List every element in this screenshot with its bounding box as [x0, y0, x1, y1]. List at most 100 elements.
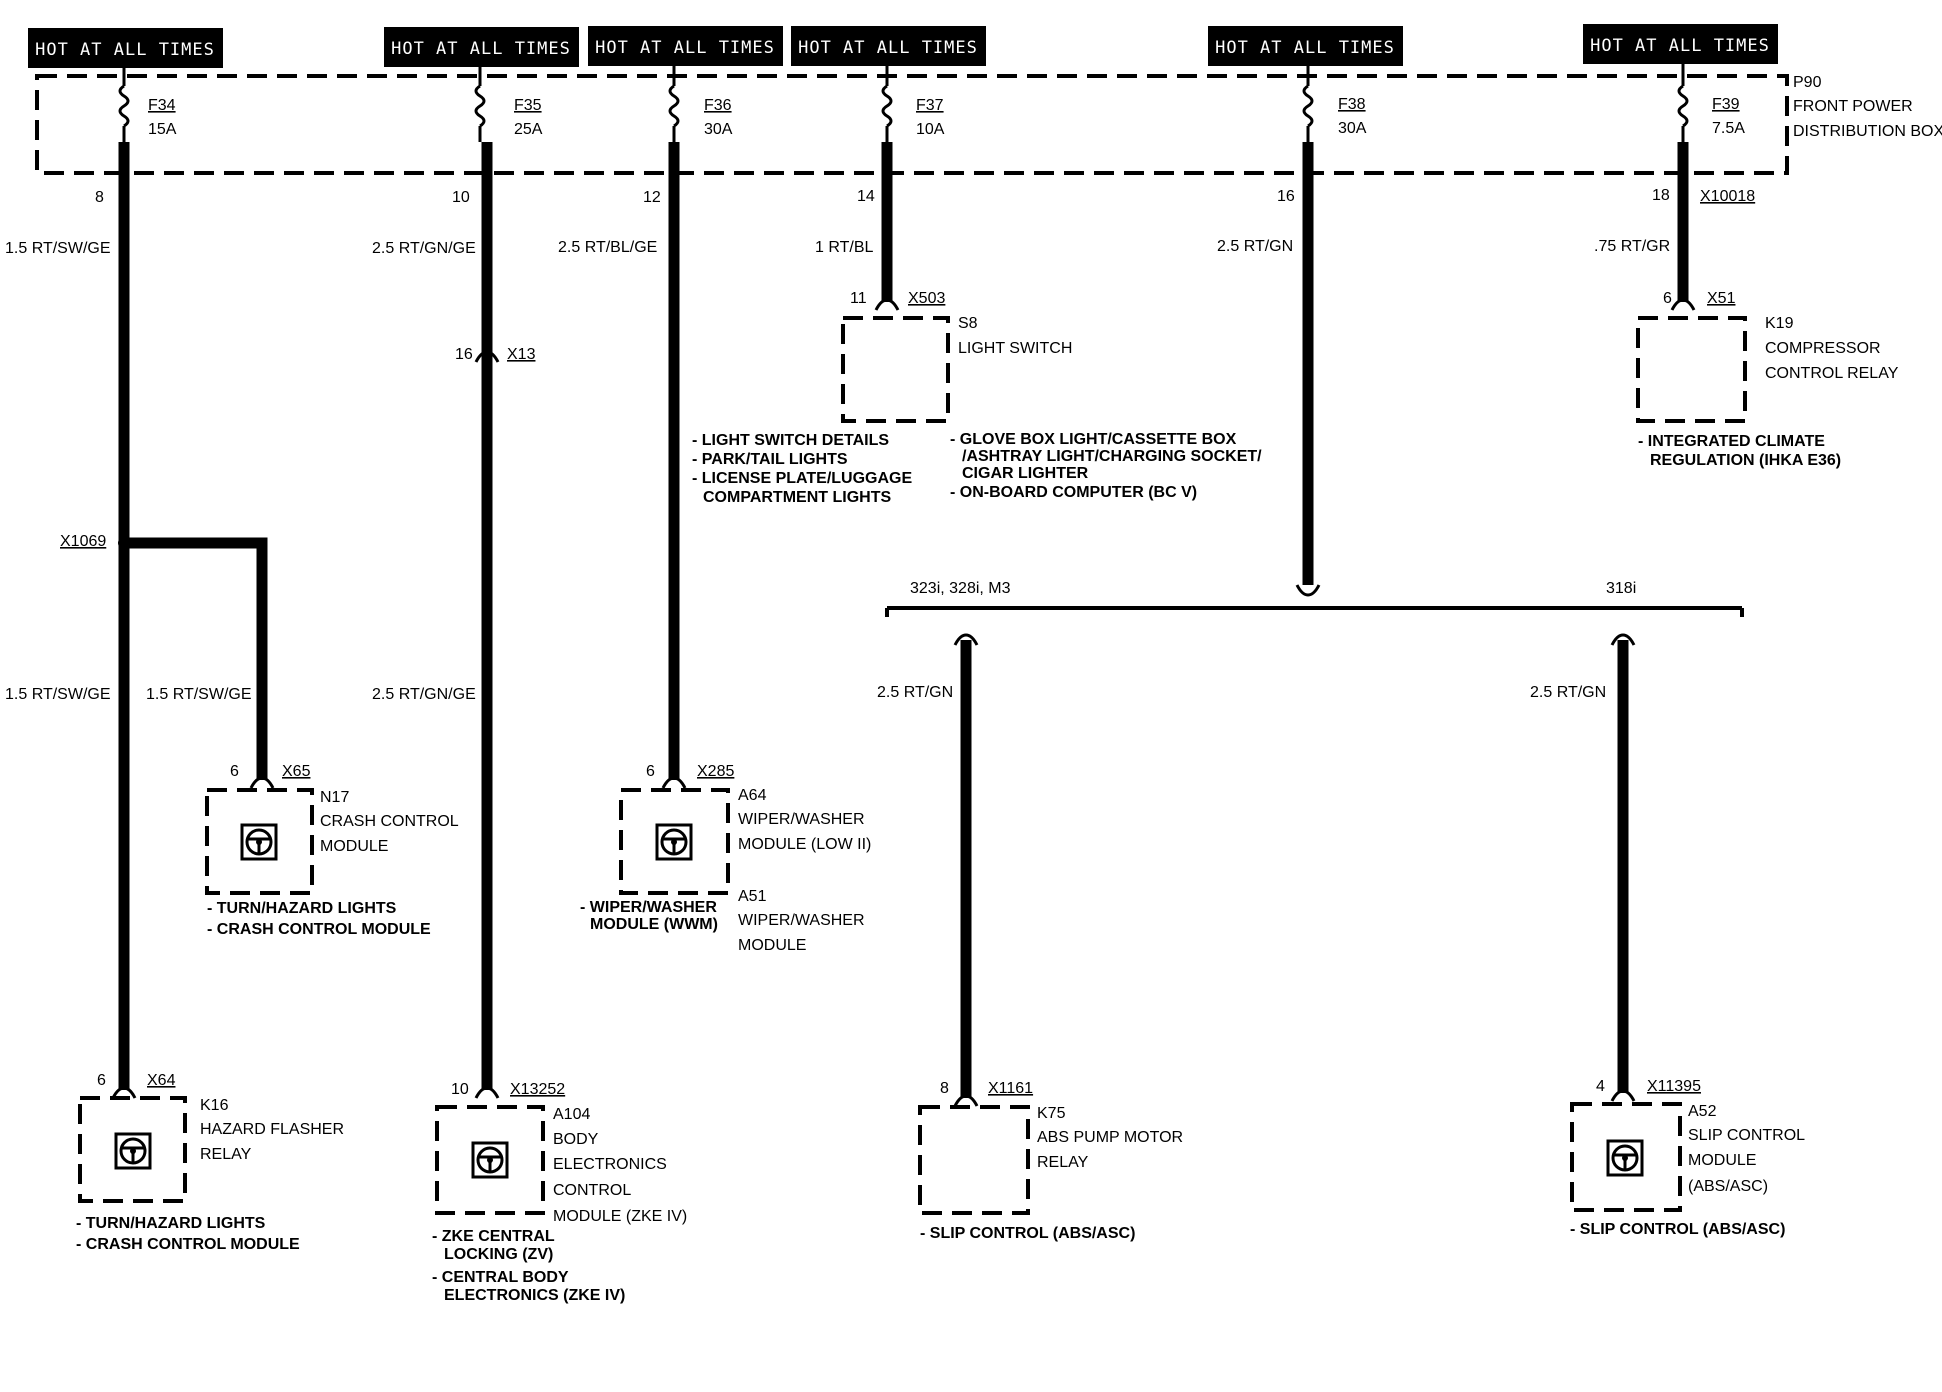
wire-label-w4-top: 1 RT/BL	[815, 239, 874, 256]
crash-module-pin: 6	[230, 763, 239, 780]
compressor-relay-name-1: COMPRESSOR	[1765, 340, 1881, 357]
svg-text:COMPARTMENT LIGHTS: COMPARTMENT LIGHTS	[703, 489, 891, 506]
pin-16: 16	[1277, 188, 1295, 205]
svg-text:HOT AT ALL TIMES: HOT AT ALL TIMES	[35, 40, 215, 60]
wire-label-w6-top: .75 RT/GR	[1594, 238, 1670, 255]
variant-left-label: 323i, 328i, M3	[910, 580, 1011, 597]
body-module-pin: 10	[451, 1081, 469, 1098]
hazard-relay-note-1: - TURN/HAZARD LIGHTS	[76, 1215, 266, 1232]
steering-wheel-module-icon	[240, 823, 278, 861]
fuse-f34-rating: 15A	[148, 121, 177, 138]
fuse-f34-id: F34	[148, 97, 176, 114]
compressor-relay-id: K19	[1765, 315, 1794, 332]
wire-label-w1-lower: 1.5 RT/SW/GE	[5, 686, 111, 703]
slip-module-pin: 4	[1596, 1078, 1605, 1095]
slip-module-connector: X11395	[1647, 1078, 1701, 1095]
hazard-relay-pin: 6	[97, 1072, 106, 1089]
hot-label-f38: HOT AT ALL TIMES	[1208, 26, 1403, 66]
abs-relay-component	[918, 1105, 1030, 1215]
hot-label-f35: HOT AT ALL TIMES	[384, 27, 579, 67]
crash-module-note-2: - CRASH CONTROL MODULE	[207, 921, 431, 938]
wire-label-w2-top: 2.5 RT/GN/GE	[372, 240, 476, 257]
light-switch-name: LIGHT SWITCH	[958, 340, 1072, 357]
wiper-module-name-1: WIPER/WASHER	[738, 811, 865, 828]
wiper-module-pin: 6	[646, 763, 655, 780]
svg-text:- PARK/TAIL LIGHTS: - PARK/TAIL LIGHTS	[692, 451, 848, 468]
pin-10: 10	[452, 189, 470, 206]
body-module-note-1: - ZKE CENTRAL	[432, 1228, 555, 1245]
slip-module-name-1: SLIP CONTROL	[1688, 1127, 1805, 1144]
body-module-note-3: - CENTRAL BODY	[432, 1269, 569, 1286]
wire-label-w5-top: 2.5 RT/GN	[1217, 238, 1293, 255]
wiper-module-id: A64	[738, 787, 767, 804]
hazard-relay-name-2: RELAY	[200, 1146, 252, 1163]
compressor-relay-connector: X51	[1707, 290, 1736, 307]
fuse-f39-rating: 7.5A	[1712, 120, 1745, 137]
body-module-name-2: ELECTRONICS	[553, 1156, 667, 1173]
body-module-note-4: ELECTRONICS (ZKE IV)	[444, 1287, 625, 1304]
body-module-name-4: MODULE (ZKE IV)	[553, 1208, 687, 1225]
wiper-module-note-2: MODULE (WWM)	[590, 916, 718, 933]
wiper-module-alt-id: A51	[738, 888, 767, 905]
inline-pin-16: 16	[455, 346, 473, 363]
svg-text:HOT AT ALL TIMES: HOT AT ALL TIMES	[391, 39, 571, 59]
body-module-connector: X13252	[510, 1081, 565, 1098]
distribution-box-name-1: FRONT POWER	[1793, 98, 1913, 115]
hazard-relay-component	[78, 1096, 187, 1203]
abs-relay-note-1: - SLIP CONTROL (ABS/ASC)	[920, 1225, 1135, 1242]
steering-wheel-module-icon	[471, 1141, 509, 1179]
box-connector: X10018	[1700, 188, 1755, 205]
fuse-f38-id: F38	[1338, 96, 1366, 113]
steering-wheel-module-icon	[655, 823, 693, 861]
fuse-f37-id: F37	[916, 97, 944, 114]
fuse-icon	[118, 64, 1689, 142]
wiper-module-component	[619, 788, 730, 895]
hot-label-f39: HOT AT ALL TIMES	[1583, 24, 1778, 64]
abs-relay-name-1: ABS PUMP MOTOR	[1037, 1129, 1183, 1146]
light-switch-connector: X503	[908, 290, 945, 307]
distribution-box-name-2: DISTRIBUTION BOX	[1793, 123, 1942, 140]
hazard-relay-id: K16	[200, 1097, 229, 1114]
inline-connector-x13: X13	[507, 346, 536, 363]
variant-right-label: 318i	[1606, 580, 1636, 597]
abs-relay-id: K75	[1037, 1105, 1066, 1122]
pin-14: 14	[857, 188, 875, 205]
fuse-f39-id: F39	[1712, 96, 1740, 113]
body-module-id: A104	[553, 1106, 590, 1123]
light-switch-id: S8	[958, 315, 978, 332]
compressor-relay-name-2: CONTROL RELAY	[1765, 365, 1899, 382]
slip-module-name-2: MODULE	[1688, 1152, 1756, 1169]
compressor-relay-note-2: REGULATION (IHKA E36)	[1650, 452, 1841, 469]
wiper-module-note-1: - WIPER/WASHER	[580, 899, 717, 916]
wire-label-w2-lower: 2.5 RT/GN/GE	[372, 686, 476, 703]
steering-wheel-module-icon	[1606, 1139, 1644, 1177]
svg-text:- GLOVE BOX LIGHT/CASSETTE BOX: - GLOVE BOX LIGHT/CASSETTE BOX	[950, 431, 1237, 448]
distribution-box-id: P90	[1793, 74, 1822, 91]
splice-dot	[118, 537, 130, 549]
crash-module-note-1: - TURN/HAZARD LIGHTS	[207, 900, 397, 917]
connector-terminals	[111, 298, 1696, 1107]
light-switch-notes-left: - LIGHT SWITCH DETAILS - PARK/TAIL LIGHT…	[692, 432, 912, 506]
fuse-f36-id: F36	[704, 97, 732, 114]
wiper-module-alt-name-1: WIPER/WASHER	[738, 912, 865, 929]
wire-label-w1-branch: 1.5 RT/SW/GE	[146, 686, 252, 703]
svg-text:CIGAR LIGHTER: CIGAR LIGHTER	[962, 465, 1089, 482]
fuse-f38-rating: 30A	[1338, 120, 1367, 137]
abs-relay-connector: X1161	[988, 1080, 1033, 1097]
variant-bracket	[885, 606, 1744, 617]
fuse-f36-rating: 30A	[704, 121, 733, 138]
wire-label-abs-right: 2.5 RT/GN	[1530, 684, 1606, 701]
wiper-module-name-2: MODULE (LOW II)	[738, 836, 871, 853]
light-switch-notes-right: - GLOVE BOX LIGHT/CASSETTE BOX /ASHTRAY …	[950, 431, 1262, 501]
body-module-component	[435, 1105, 545, 1215]
svg-text:/ASHTRAY LIGHT/CHARGING SOCKET: /ASHTRAY LIGHT/CHARGING SOCKET/	[962, 448, 1262, 465]
slip-module-note-1: - SLIP CONTROL (ABS/ASC)	[1570, 1221, 1785, 1238]
body-module-note-2: LOCKING (ZV)	[444, 1246, 553, 1263]
wiper-module-alt-name-2: MODULE	[738, 937, 806, 954]
svg-text:HOT AT ALL TIMES: HOT AT ALL TIMES	[798, 38, 978, 58]
svg-text:HOT AT ALL TIMES: HOT AT ALL TIMES	[1590, 36, 1770, 56]
pin-18: 18	[1652, 187, 1670, 204]
svg-text:- LICENSE PLATE/LUGGAGE: - LICENSE PLATE/LUGGAGE	[692, 470, 912, 487]
slip-module-component	[1570, 1102, 1682, 1212]
body-module-name-1: BODY	[553, 1131, 599, 1148]
